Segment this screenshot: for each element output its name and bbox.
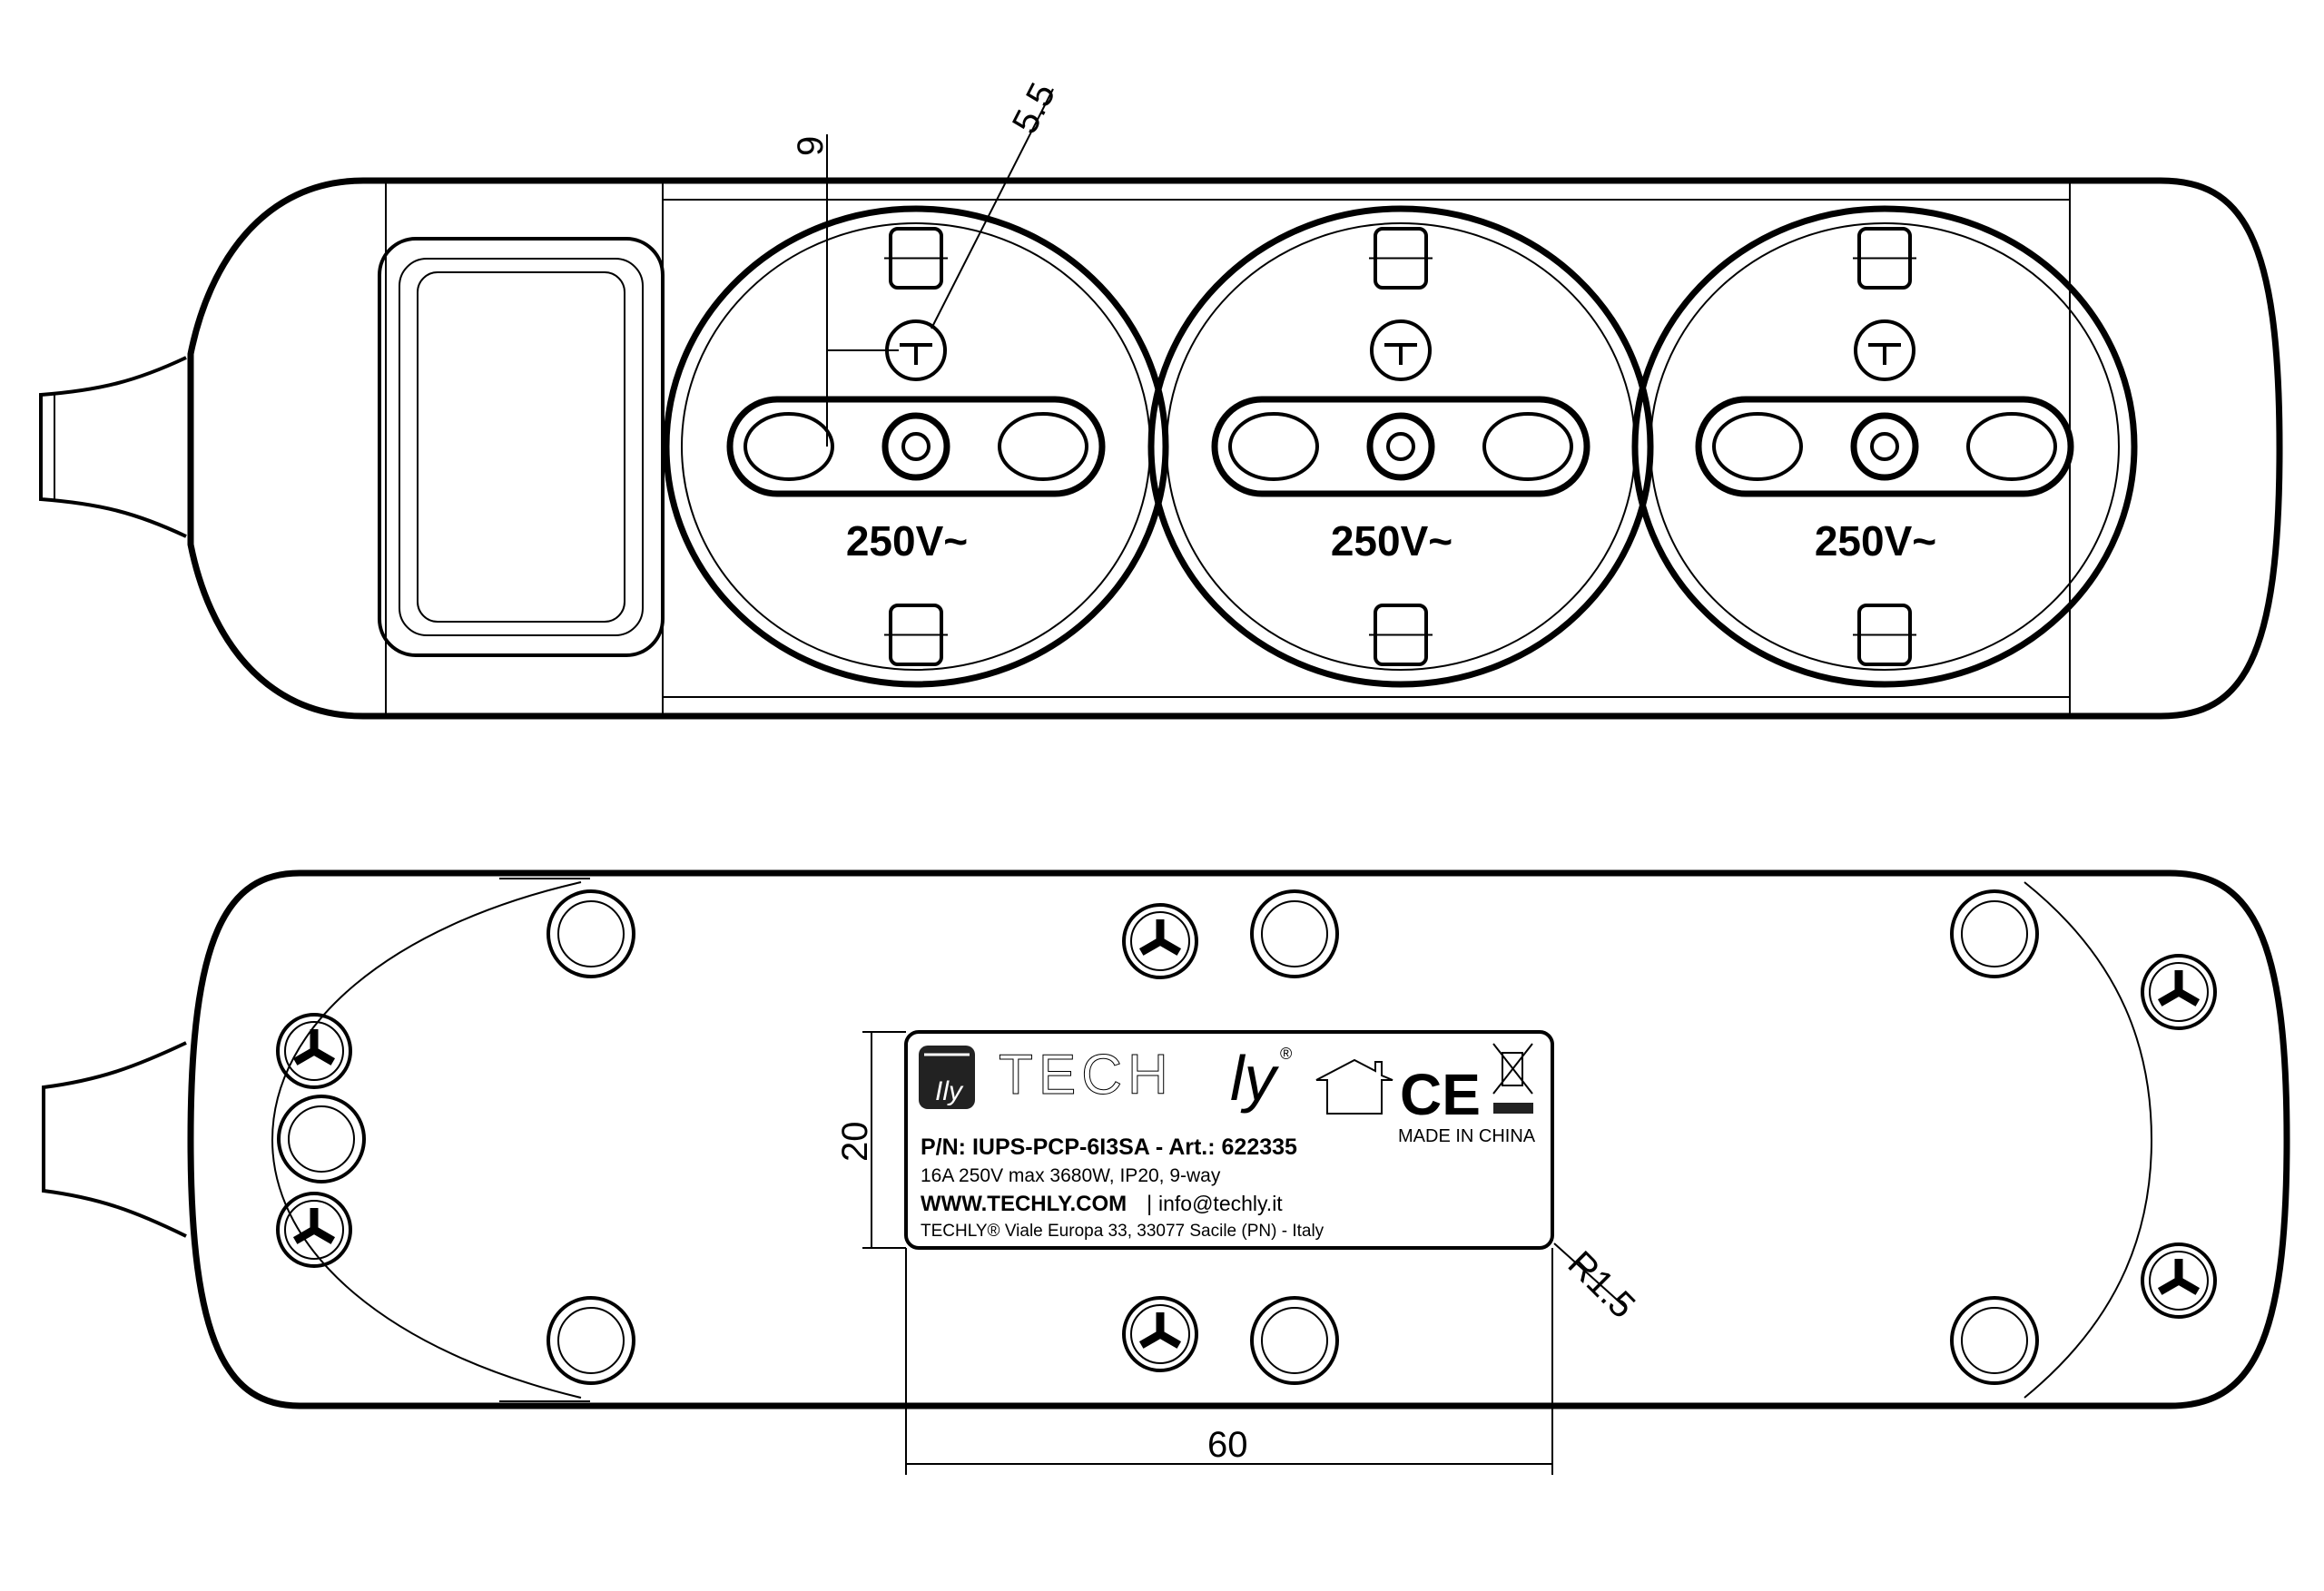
centre-pin-hole <box>1850 412 1919 481</box>
power-switch <box>378 237 665 657</box>
dimension-label-5-5: 5.5 <box>1005 77 1063 141</box>
registered-mark: ® <box>1280 1045 1292 1063</box>
pin-hole <box>998 412 1088 481</box>
strip-body-bottom <box>187 869 2290 1409</box>
centre-pin-hole <box>881 412 950 481</box>
tri-wing-screw <box>2141 1242 2217 1319</box>
address: TECHLY® Viale Europa 33, 33077 Sacile (P… <box>921 1222 1324 1241</box>
tri-wing-screw <box>1122 903 1198 979</box>
plug-bottom <box>42 1041 187 1238</box>
strip-body-top <box>187 177 2283 720</box>
indoor-use-house-icon <box>1315 1058 1393 1115</box>
dimension-20: 20 <box>835 1031 906 1249</box>
weee-bin-icon <box>1492 1043 1533 1114</box>
dimension-label-9: 9 <box>791 136 831 156</box>
tri-wing-screw <box>276 1192 352 1268</box>
techly-logo: Ily TECH ly ® <box>919 1043 1292 1114</box>
foot-boss <box>1950 1296 2039 1385</box>
pin-hole <box>1228 412 1319 481</box>
pin-hole <box>1966 412 2057 481</box>
svg-text:ly: ly <box>1230 1043 1280 1114</box>
dimension-r1-5: R1.5 <box>1553 1242 1643 1326</box>
dimension-9: 9 <box>791 134 899 447</box>
socket-2: 250V~ <box>1147 205 1654 688</box>
top-view: 250V~ 250V~ 250V~ 9 5.5 <box>39 77 2283 720</box>
dimension-5-5: 5.5 <box>931 77 1063 329</box>
dimension-label-20: 20 <box>835 1122 875 1163</box>
pin-slot-bar <box>1695 396 2074 497</box>
socket-rating: 250V~ <box>1331 517 1452 565</box>
part-number: P/N: IUPS-PCP-6I3SA - Art.: 622335 <box>921 1134 1297 1160</box>
dimension-label-r1-5: R1.5 <box>1561 1243 1643 1326</box>
earth-hole <box>1854 319 1915 381</box>
pin-hole <box>743 412 834 481</box>
foot-boss <box>1950 889 2039 978</box>
specs: 16A 250V max 3680W, IP20, 9-way <box>921 1165 1221 1186</box>
product-label: Ily TECH ly ® CE MADE IN CHINA P/N: IUPS… <box>904 1030 1554 1250</box>
separator: | <box>1147 1192 1152 1216</box>
foot-boss <box>277 1095 366 1183</box>
centre-pin-hole <box>1366 412 1435 481</box>
dimension-60: 60 <box>905 1248 1553 1475</box>
pin-slot-bar <box>726 396 1106 497</box>
svg-text:Ily: Ily <box>935 1076 964 1106</box>
foot-boss <box>547 1296 635 1385</box>
svg-text:TECH: TECH <box>999 1044 1174 1106</box>
pin-slot-bar <box>1211 396 1590 497</box>
website: WWW.TECHLY.COM <box>921 1192 1127 1216</box>
ce-mark: CE <box>1400 1062 1481 1127</box>
email: info@techly.it <box>1158 1192 1283 1215</box>
foot-boss <box>1250 1296 1339 1385</box>
socket-1: 250V~ <box>663 205 1169 688</box>
tri-wing-screw <box>276 1013 352 1089</box>
socket-3: 250V~ <box>1631 205 2138 688</box>
pin-hole <box>1712 412 1803 481</box>
foot-boss <box>547 889 635 978</box>
pin-hole <box>1482 412 1573 481</box>
foot-boss <box>1250 889 1339 978</box>
socket-rating: 250V~ <box>1815 517 1936 565</box>
plug-top <box>39 356 187 538</box>
made-in-china: MADE IN CHINA <box>1398 1126 1536 1146</box>
socket-rating: 250V~ <box>846 517 968 565</box>
bottom-view: Ily TECH ly ® CE MADE IN CHINA P/N: IUPS… <box>42 869 2290 1475</box>
earth-hole <box>1370 319 1432 381</box>
tri-wing-screw <box>2141 954 2217 1030</box>
dimension-label-60: 60 <box>1207 1425 1248 1465</box>
tri-wing-screw <box>1122 1296 1198 1372</box>
